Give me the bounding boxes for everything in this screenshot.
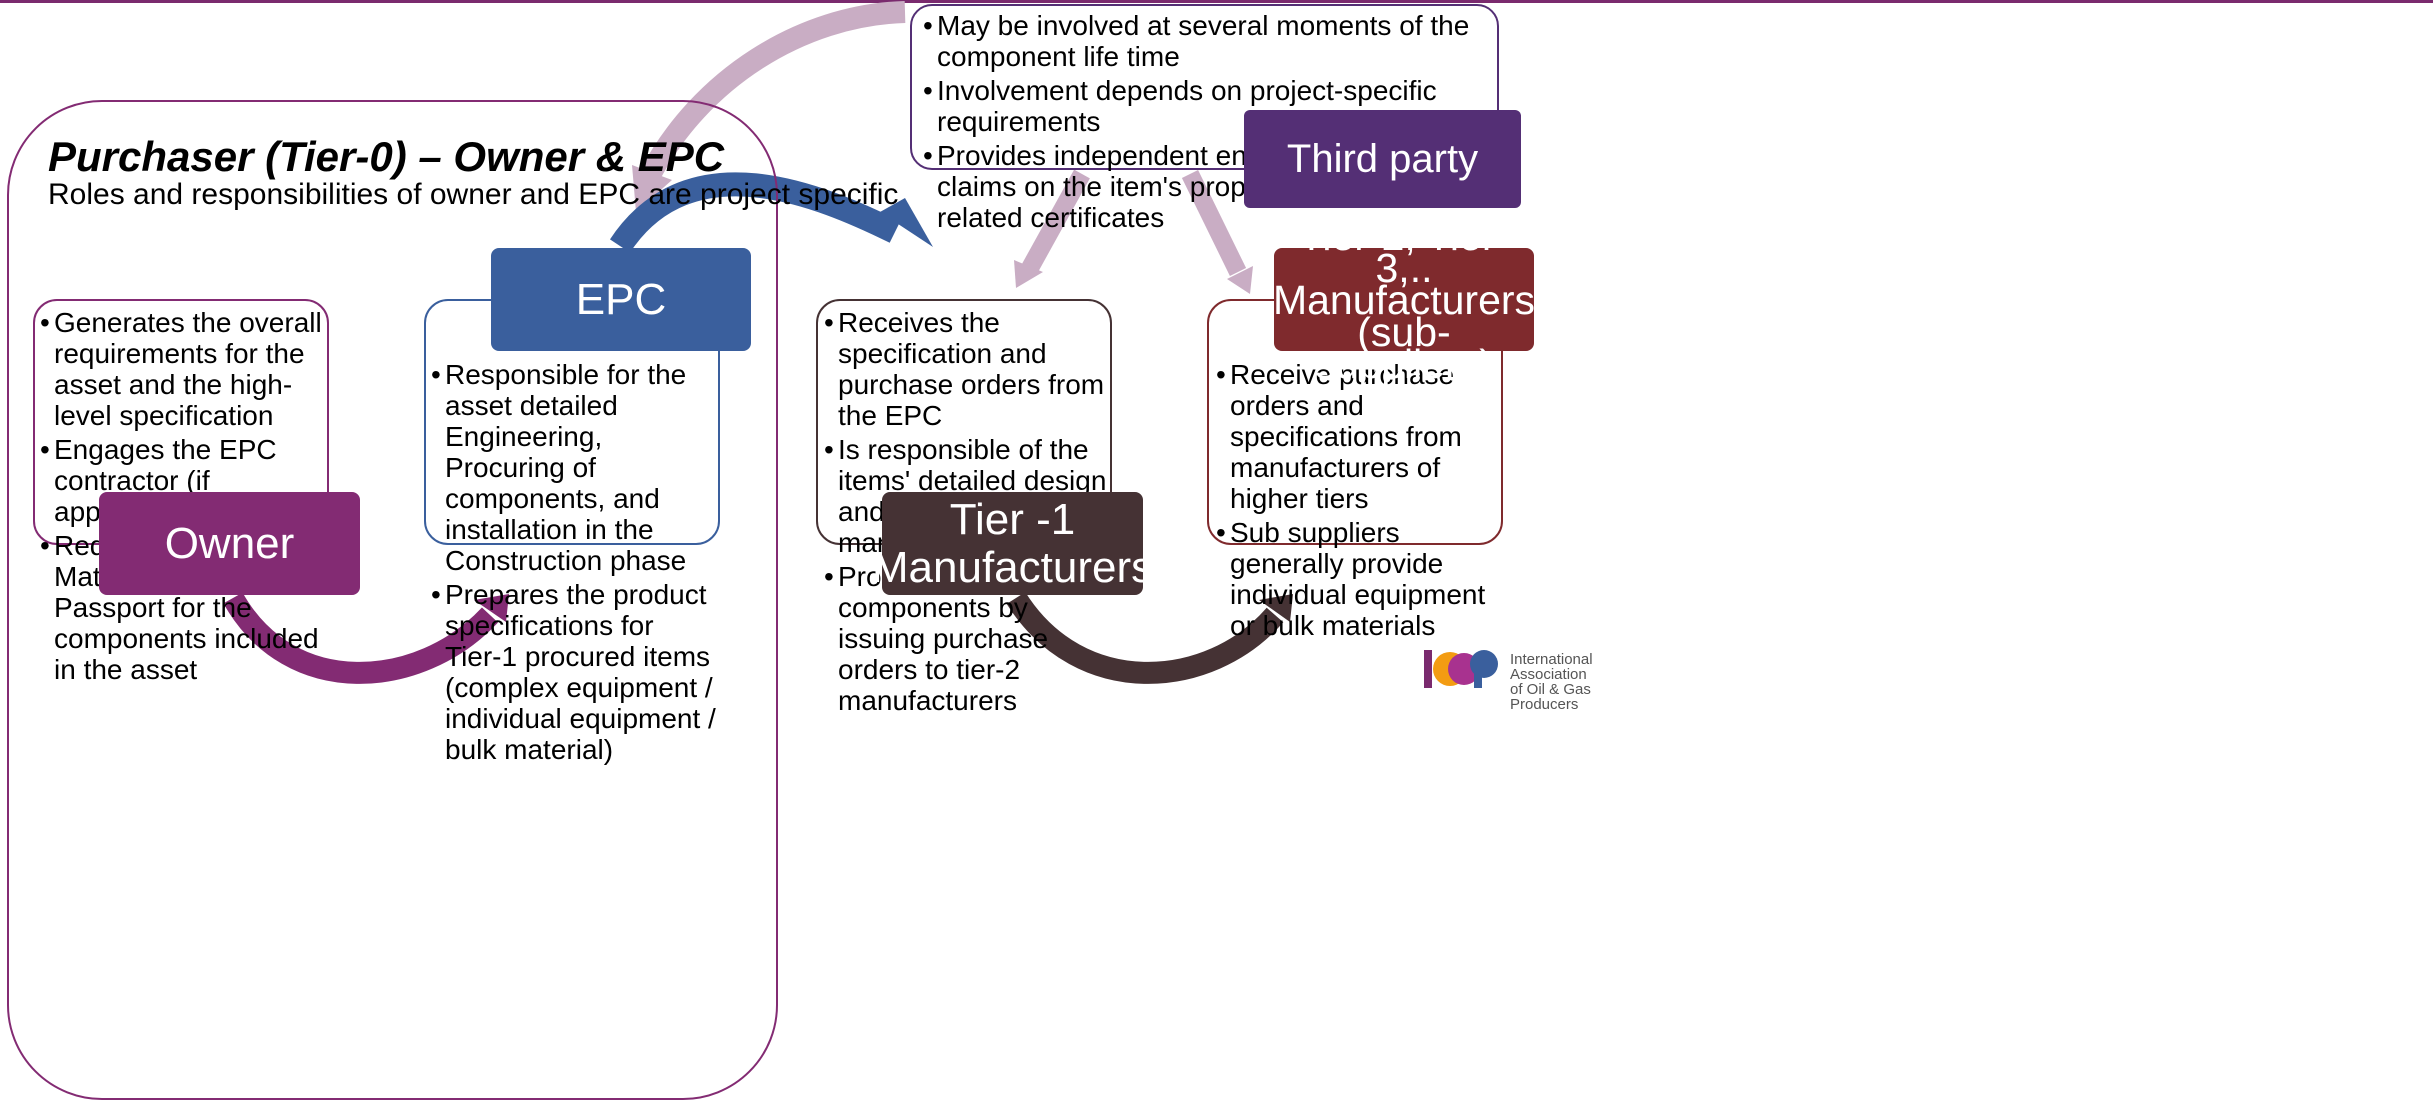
tier2-bullet: Receive purchase orders and specificatio…	[1216, 359, 1501, 514]
arrow-thirdparty-to-purchaser	[640, 1, 906, 181]
iogp-logo-icon	[1424, 650, 1498, 688]
logo-line2: Association	[1510, 666, 1587, 683]
purchaser-subtitle: Roles and responsibilities of owner and …	[48, 178, 899, 211]
arrowhead-thirdparty-to-tier2	[1227, 266, 1253, 294]
arrowhead-epc-to-tier1	[880, 198, 933, 247]
epc-description: Responsible for the asset detailed Engin…	[431, 359, 716, 768]
epc-bullet: Responsible for the asset detailed Engin…	[431, 359, 716, 576]
tier2-description: Receive purchase orders and specificatio…	[1216, 359, 1501, 644]
tier1-label-box: Tier -1 Manufacturers	[872, 492, 1153, 595]
logo-line3: of Oil & Gas	[1510, 681, 1591, 698]
tier1-bullet: Receives the specification and purchase …	[824, 307, 1109, 431]
logo-text: International Association of Oil & Gas P…	[1510, 652, 1593, 712]
logo-line4: Producers	[1510, 696, 1579, 713]
owner-label: Owner	[164, 518, 295, 568]
tier1-label-line1: Tier -1	[949, 494, 1076, 544]
owner-description: Generates the overall requirements for t…	[40, 307, 325, 688]
purchaser-title: Purchaser (Tier-0) – Owner & EPC	[48, 133, 725, 180]
top-accent-line	[0, 0, 2433, 3]
thirdparty-bullet: May be involved at several moments of th…	[923, 10, 1493, 72]
tier2-bullet: Sub suppliers generally provide individu…	[1216, 517, 1501, 641]
epc-label-box: EPC	[491, 248, 751, 351]
owner-bullet: Generates the overall requirements for t…	[40, 307, 325, 431]
arrowhead-thirdparty-to-tier1	[1014, 260, 1043, 288]
logo-line1: International	[1510, 651, 1593, 668]
epc-bullet: Prepares the product specifications for …	[431, 579, 716, 765]
thirdparty-label: Third party	[1286, 137, 1479, 181]
tier1-label-line2: Manufacturers	[871, 542, 1154, 592]
tier2-label-line2: Manufacturers	[1272, 276, 1536, 323]
thirdparty-label-box: Third party	[1244, 110, 1521, 208]
epc-label: EPC	[575, 274, 667, 324]
owner-label-box: Owner	[99, 492, 360, 595]
thirdparty-bullet: Involvement depends on project-specific …	[923, 75, 1493, 137]
tier2-label-line3: (sub-suppliers)	[1315, 308, 1493, 387]
tier2-label-box: Tier-2, Tier-3,.. Manufacturers (sub-sup…	[1272, 215, 1536, 384]
arrowhead-thirdparty-to-purchaser	[632, 165, 672, 212]
